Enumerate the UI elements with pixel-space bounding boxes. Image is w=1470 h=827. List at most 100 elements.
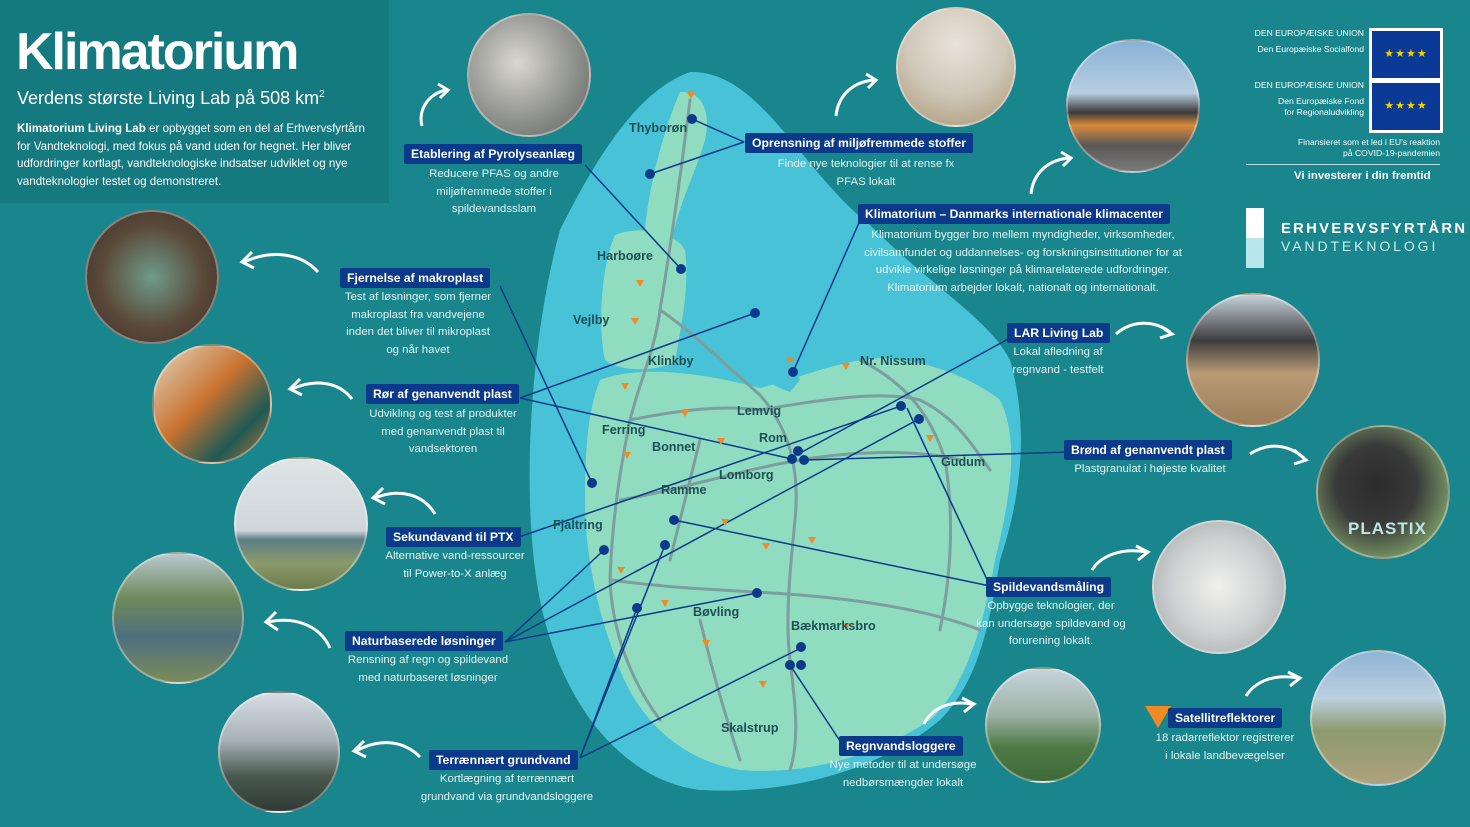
desc-line: Opbygge teknologier, der	[987, 600, 1115, 612]
project-satellit-desc: 18 radarreflektor registrerer i lokale l…	[1140, 730, 1310, 765]
plastix-label: PLASTIX	[1348, 519, 1427, 538]
reflector-mark	[717, 438, 725, 445]
town-lemvig: Lemvig	[737, 404, 782, 418]
arrow-icon	[287, 377, 354, 400]
town-harboore: Harboøre	[597, 249, 653, 263]
arrow-icon	[419, 82, 451, 127]
town-fjaltring: Fjaltring	[553, 518, 603, 532]
reflector-mark	[621, 383, 629, 390]
reflector-mark	[721, 519, 729, 526]
reflector-mark	[786, 357, 794, 364]
photo-satellite-reflector	[1310, 650, 1446, 786]
eu-block-1: DEN EUROPÆISKE UNION Den Europæiske Soci…	[1236, 28, 1364, 55]
photo-groundwater	[218, 691, 340, 813]
marker	[796, 660, 806, 670]
marker	[669, 515, 679, 525]
eu-covid-line: på COVID-19-pandemien	[1343, 148, 1440, 158]
desc-line: 18 radarreflektor registrerer	[1155, 732, 1295, 744]
intro-body: er opbygget som en del af Erhvervsfyrtår…	[17, 122, 365, 188]
desc-line: udvikle virkelige løsninger på klimarela…	[875, 264, 1171, 277]
eu-covid-text: Finansieret som et led i EU's reaktion p…	[1236, 137, 1440, 159]
eu-flag-icon: ★★★★	[1369, 28, 1443, 81]
desc-line: Lokal afledning af	[1013, 346, 1103, 358]
project-ptx-title: Sekundavand til PTX	[386, 527, 521, 547]
project-ror-desc: Udvikling og test af produkter med genan…	[357, 406, 529, 459]
divider	[1246, 164, 1440, 165]
desc-line: kan undersøge spildevand og	[976, 617, 1126, 630]
reflector-mark	[926, 435, 934, 442]
desc-line: Plastgranulat i højeste kvalitet	[1074, 463, 1226, 475]
town-thyboron: Thyborøn	[629, 121, 688, 135]
desc-line: Alternative vand-ressourcer	[385, 550, 525, 562]
reflector-mark	[681, 410, 689, 417]
marker	[752, 588, 762, 598]
town-ferring: Ferring	[602, 423, 646, 437]
reflector-mark	[842, 623, 850, 630]
project-makroplast-desc: Test af løsninger, som fjerner makroplas…	[333, 289, 503, 359]
tagline-superscript: 2	[319, 89, 325, 100]
project-ror-title: Rør af genanvendt plast	[366, 384, 519, 404]
erhvervsfyrtarn-subtitle: VANDTEKNOLOGI	[1281, 238, 1439, 254]
marker	[632, 603, 642, 613]
reflector-mark	[762, 543, 770, 550]
marker	[787, 454, 797, 464]
arrow-icon	[351, 739, 422, 759]
eu-subtitle: for Regionaludvikling	[1284, 107, 1364, 117]
project-pyrolyse-title: Etablering af Pyrolyseanlæg	[404, 144, 582, 164]
project-makroplast-title: Fjernelse af makroplast	[340, 268, 491, 288]
town-bovling: Bøvling	[693, 605, 740, 619]
arrow-icon	[239, 250, 320, 274]
intro-text: Klimatorium Living Lab er opbygget som e…	[17, 120, 377, 190]
eu-invest-slogan: Vi investerer i din fremtid	[1294, 170, 1431, 182]
desc-line: nedbørsmængder lokalt	[842, 776, 964, 789]
lighthouse-icon	[1246, 208, 1264, 268]
land-main	[585, 358, 1012, 771]
project-natur-title: Naturbaserede løsninger	[345, 631, 503, 651]
arrow-icon	[1244, 670, 1303, 697]
arrow-icon	[1115, 321, 1176, 340]
marker	[793, 446, 803, 456]
reflector-mark	[687, 92, 695, 99]
photo-wetland	[112, 552, 244, 684]
desc-line: Kortlægning af terrænnært	[439, 773, 575, 785]
desc-line: miljøfremmede stoffer i	[436, 185, 552, 198]
marker	[914, 414, 924, 424]
arrow-icon	[834, 72, 879, 117]
arrow-icon	[1029, 150, 1074, 195]
marker	[799, 455, 809, 465]
eu-block-2: DEN EUROPÆISKE UNION Den Europæiske Fond…	[1236, 80, 1364, 118]
desc-line: med naturbaseret løsninger	[358, 671, 498, 684]
desc-line: grundvand via grundvandsloggere	[420, 790, 594, 803]
eu-subtitle: Den Europæiske Socialfond	[1257, 44, 1364, 54]
desc-line: PFAS lokalt	[836, 175, 896, 188]
desc-line: Klimatorium arbejder lokalt, nationalt o…	[887, 281, 1159, 294]
desc-line: Test af løsninger, som fjerner	[344, 291, 492, 303]
reflector-mark	[623, 452, 631, 459]
project-brond-title: Brønd af genanvendt plast	[1064, 440, 1232, 460]
project-markers	[587, 114, 924, 670]
marker	[599, 545, 609, 555]
desc-line: Nye metoder til at undersøge	[829, 759, 977, 771]
reflector-mark	[808, 537, 816, 544]
desc-line: med genanvendt plast til	[381, 425, 505, 438]
marker	[645, 169, 655, 179]
desc-line: Reducere PFAS og andre	[429, 168, 559, 180]
desc-line: til Power-to-X anlæg	[403, 567, 507, 580]
reflector-legend-icon	[1145, 706, 1171, 728]
project-grundvand-desc: Kortlægning af terrænnært grundvand via …	[409, 771, 605, 806]
photo-lar-testfield	[1186, 293, 1320, 427]
town-nr-nissum: Nr. Nissum	[860, 354, 926, 368]
desc-line: i lokale landbevægelser	[1165, 749, 1285, 762]
klimatorium-logo: Klimatorium	[16, 23, 299, 81]
eu-title: DEN EUROPÆISKE UNION	[1254, 80, 1364, 90]
town-ramme: Ramme	[661, 483, 707, 497]
tagline-text: Verdens største Living Lab på 508 km	[17, 88, 320, 108]
marker	[687, 114, 697, 124]
desc-line: regnvand - testfelt	[1012, 363, 1104, 376]
desc-line: vandsektoren	[408, 443, 478, 456]
project-lar-title: LAR Living Lab	[1007, 323, 1111, 343]
project-regn-title: Regnvandsloggere	[839, 736, 963, 756]
desc-line: Klimatorium bygger bro mellem myndighede…	[871, 229, 1175, 241]
town-klinkby: Klinkby	[648, 354, 694, 368]
